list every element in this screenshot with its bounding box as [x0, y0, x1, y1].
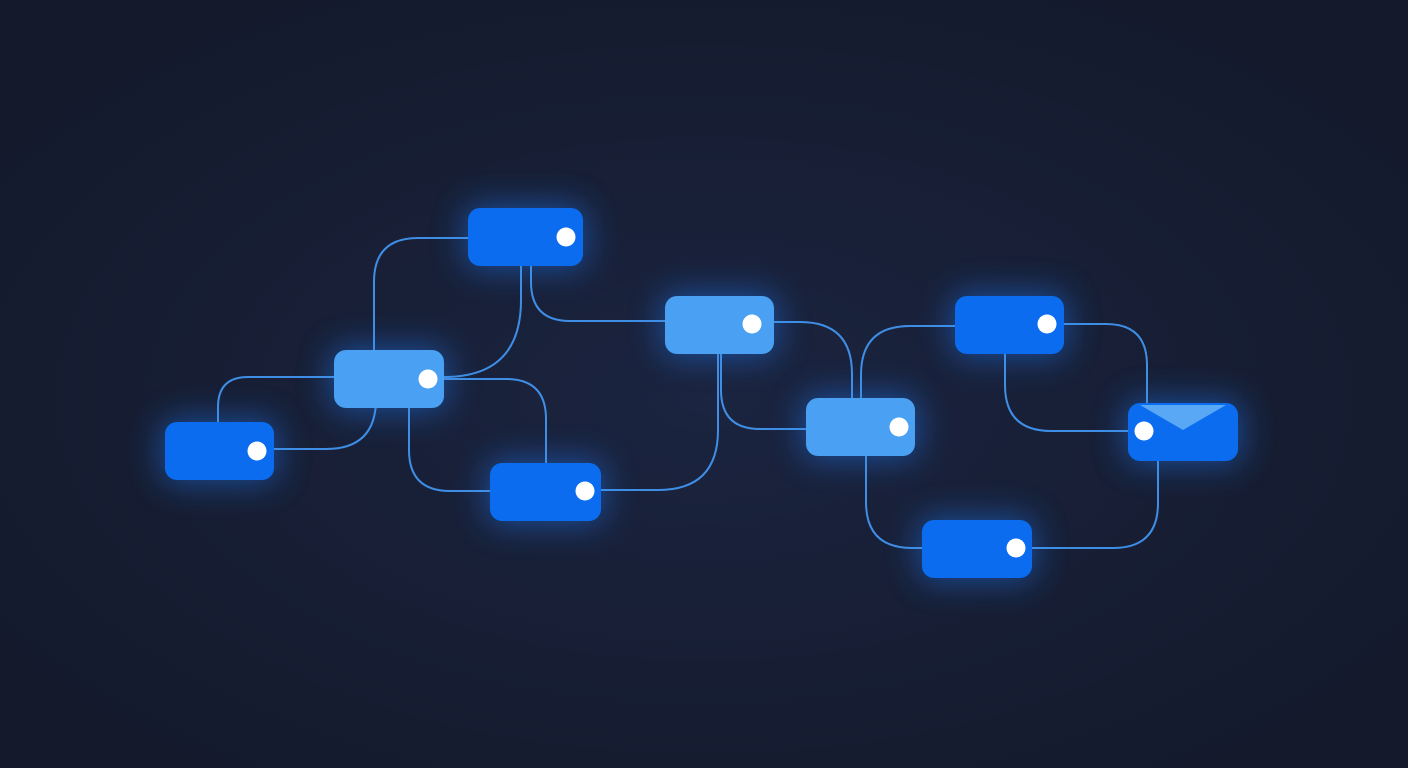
port-dot-icon[interactable]	[575, 481, 595, 501]
edge-n7-n8	[1063, 323, 1148, 404]
workflow-node-n5[interactable]	[665, 296, 774, 354]
nodes	[165, 208, 1238, 578]
edge-n5-n6	[720, 353, 807, 430]
node-body[interactable]	[334, 350, 444, 408]
port-dot-icon[interactable]	[556, 227, 576, 247]
node-body[interactable]	[1128, 403, 1238, 461]
edge-n1-n2	[217, 376, 335, 423]
node-body[interactable]	[922, 520, 1032, 578]
workflow-node-n7[interactable]	[955, 296, 1064, 354]
port-dot-icon[interactable]	[1037, 314, 1057, 334]
workflow-node-n9[interactable]	[922, 520, 1032, 578]
node-body[interactable]	[955, 296, 1064, 354]
edge-n3-n5	[530, 265, 666, 322]
workflow-node-n3[interactable]	[468, 208, 583, 266]
edge-n2-n3	[373, 237, 469, 351]
port-dot-icon[interactable]	[247, 441, 267, 461]
workflow-node-n1[interactable]	[165, 422, 274, 480]
port-dot-icon[interactable]	[1134, 421, 1154, 441]
edge-n2-n3	[443, 265, 522, 378]
edges	[217, 237, 1159, 549]
workflow-node-n4[interactable]	[490, 463, 601, 521]
port-dot-icon[interactable]	[742, 314, 762, 334]
workflow-node-n8[interactable]	[1128, 403, 1238, 461]
node-body[interactable]	[468, 208, 583, 266]
workflow-node-n6[interactable]	[806, 398, 915, 456]
node-body[interactable]	[490, 463, 601, 521]
edge-n5-n6	[773, 321, 853, 399]
port-dot-icon[interactable]	[889, 417, 909, 437]
node-body[interactable]	[806, 398, 915, 456]
node-body[interactable]	[665, 296, 774, 354]
workflow-node-n2[interactable]	[334, 350, 444, 408]
port-dot-icon[interactable]	[1006, 538, 1026, 558]
edge-n6-n9	[865, 455, 923, 549]
edge-n7-n8	[1004, 353, 1129, 432]
envelope-icon	[1140, 405, 1226, 430]
port-dot-icon[interactable]	[418, 369, 438, 389]
edge-n6-n7	[860, 325, 956, 399]
edge-n2-n4	[443, 378, 547, 464]
edge-n9-n8	[1031, 460, 1159, 549]
edge-n4-n5	[600, 353, 719, 491]
edge-n2-n4	[408, 407, 491, 492]
node-body[interactable]	[165, 422, 274, 480]
